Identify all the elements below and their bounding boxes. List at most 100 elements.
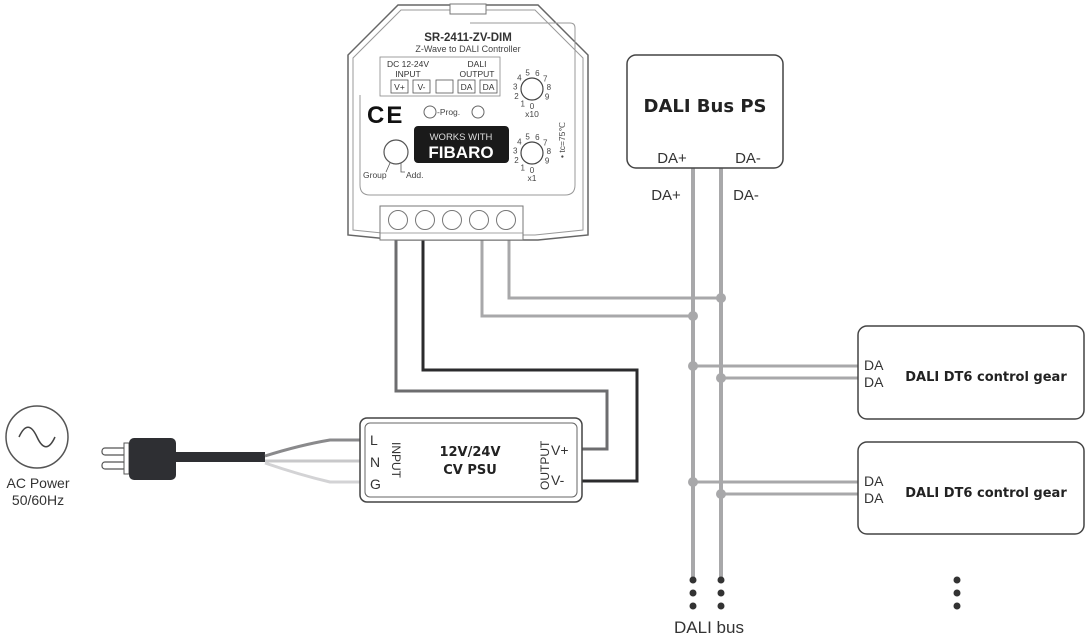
cv-psu: L N G INPUT 12V/24V CV PSU OUTPUT V+ V- <box>359 417 583 503</box>
dial-digit: 1 <box>520 163 525 172</box>
gear1-title: DALI DT6 control gear <box>905 370 1067 385</box>
dali-bus-label: DALI bus <box>674 618 744 637</box>
fibaro-badge <box>414 126 509 163</box>
power-plug-icon <box>101 438 176 480</box>
control-gear-1: DA DA DALI DT6 control gear <box>857 325 1085 420</box>
dial-x1-label: x1 <box>528 173 537 183</box>
dial-digit: 5 <box>525 69 530 78</box>
group-label: Group <box>363 170 387 180</box>
dial-digit: 9 <box>545 93 550 102</box>
input-label-2: INPUT <box>395 69 421 79</box>
dial-digit: 0 <box>530 166 535 175</box>
psu-title-2: CV PSU <box>443 463 497 478</box>
dial-digit: 3 <box>513 82 518 91</box>
controller-da-wire-1 <box>480 240 693 318</box>
prog-label: -Prog. <box>437 107 460 117</box>
gear1-terminal-2: DA <box>864 374 884 390</box>
junction-dot <box>716 373 726 383</box>
input-label-1: DC 12-24V <box>387 59 429 69</box>
fibaro-logo: FIBARO <box>428 143 493 162</box>
group-add-button[interactable] <box>383 139 409 165</box>
wire-g <box>264 461 360 484</box>
terminal-screw-da-2[interactable] <box>496 210 516 230</box>
dial-digit: 9 <box>545 157 550 166</box>
dial-knob[interactable] <box>520 141 544 165</box>
ac-power-source: AC Power 50/60Hz <box>5 405 70 508</box>
gear2-terminal-2: DA <box>864 490 884 506</box>
psu-terminal-n: N <box>370 454 380 470</box>
dial-x10-label: x10 <box>525 109 539 119</box>
terminal-label-da-1: DA <box>461 82 473 92</box>
terminal-label-boxes: V+ V- DA DA <box>390 79 498 94</box>
dial-digit: 6 <box>535 133 540 142</box>
terminal-screw-empty[interactable] <box>442 210 462 230</box>
psu-terminal-g: G <box>370 476 381 492</box>
junction-dot <box>688 311 698 321</box>
ac-cable <box>175 452 265 462</box>
dial-digit: 7 <box>543 74 548 83</box>
bus-wire-minus-label: DA- <box>733 187 759 204</box>
junction-dot <box>716 489 726 499</box>
psu-input-label: INPUT <box>389 442 403 479</box>
dali-bus-ps: DALI Bus PS DA+ DA- <box>626 54 784 169</box>
bus-wire-plus-label: DA+ <box>651 187 681 204</box>
dial-digit: 4 <box>517 138 522 147</box>
dial-digit: 1 <box>520 99 525 108</box>
bus-ps-terminal-minus: DA- <box>735 150 761 167</box>
output-label-2: OUTPUT <box>460 69 495 79</box>
ac-frequency-label: 50/60Hz <box>12 492 64 508</box>
ce-mark-icon: CE <box>367 102 404 129</box>
dial-digit: 2 <box>514 156 519 165</box>
controller-model: SR-2411-ZV-DIM <box>424 32 512 44</box>
dial-digit: 5 <box>525 133 530 142</box>
terminal-screw-v-minus[interactable] <box>415 210 435 230</box>
gear2-terminal-1: DA <box>864 473 884 489</box>
sine-wave-icon <box>18 426 56 448</box>
psu-output-label: OUTPUT <box>538 440 552 490</box>
prog-button[interactable] <box>471 105 485 119</box>
dial-digit: 3 <box>513 146 518 155</box>
junction-dot <box>688 361 698 371</box>
psu-terminal-v-plus: V+ <box>551 442 569 458</box>
psu-title-1: 12V/24V <box>439 445 500 460</box>
add-label: Add. <box>406 170 424 180</box>
control-gear-2: DA DA DALI DT6 control gear <box>857 441 1085 535</box>
dial-digit: 0 <box>530 102 535 111</box>
terminal-label-v-plus: V+ <box>394 82 405 92</box>
dial-digit: 2 <box>514 92 519 101</box>
output-label-1: DALI <box>468 59 487 69</box>
continuation-dots <box>689 576 961 610</box>
works-with-label: WORKS WITH <box>430 132 493 143</box>
dial-knob[interactable] <box>520 77 544 101</box>
dali-controller: SR-2411-ZV-DIM Z-Wave to DALI Controller… <box>347 3 589 241</box>
dial-digit: 4 <box>517 74 522 83</box>
dial-digit: 7 <box>543 138 548 147</box>
psu-terminal-l: L <box>370 432 378 448</box>
ac-power-label: AC Power <box>6 475 69 491</box>
gear1-terminal-1: DA <box>864 357 884 373</box>
dial-digit: 8 <box>547 147 552 156</box>
terminal-label-v-minus: V- <box>417 82 425 92</box>
psu-terminal-v-minus: V- <box>551 472 565 488</box>
terminal-screw-v-plus[interactable] <box>388 210 408 230</box>
prog-led <box>423 105 437 119</box>
temperature-label: • tc=75℃ <box>557 122 567 158</box>
dial-digit: 6 <box>535 69 540 78</box>
controller-da-wire-2 <box>507 240 721 300</box>
controller-subtitle: Z-Wave to DALI Controller <box>415 44 520 54</box>
ac-source-icon <box>5 405 69 469</box>
terminal-label-da-2: DA <box>483 82 495 92</box>
bus-ps-terminal-plus: DA+ <box>657 150 687 167</box>
gear2-title: DALI DT6 control gear <box>905 486 1067 501</box>
power-wire-v-minus <box>421 240 639 483</box>
junction-dot <box>716 293 726 303</box>
junction-dot <box>688 477 698 487</box>
wire-l <box>264 438 360 458</box>
dial-digit: 8 <box>547 83 552 92</box>
power-wire-v-plus <box>394 240 609 451</box>
terminal-screw-da-1[interactable] <box>469 210 489 230</box>
bus-ps-title: DALI Bus PS <box>644 96 767 117</box>
